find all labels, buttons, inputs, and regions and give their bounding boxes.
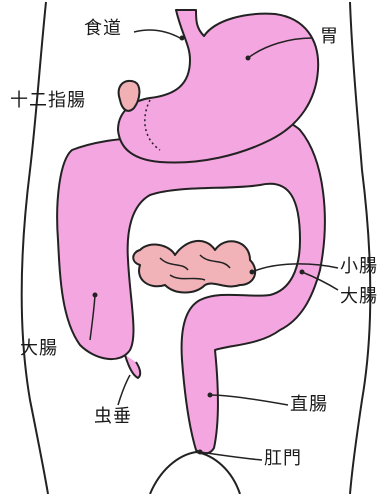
- duodenum: [119, 81, 140, 111]
- label-appendix: 虫垂: [94, 408, 132, 426]
- pointer-rectum: [210, 395, 288, 405]
- label-anus: 肛門: [264, 450, 302, 468]
- dot-large-intestine-right: [300, 270, 305, 275]
- pointer-appendix: [118, 375, 130, 405]
- small-intestine: [133, 241, 255, 293]
- body-outline-legs: [150, 452, 240, 494]
- dot-anus: [198, 450, 203, 455]
- dot-rectum: [208, 393, 213, 398]
- label-large-intestine-right: 大腸: [340, 288, 378, 306]
- label-rectum: 直腸: [290, 396, 328, 414]
- appendix: [125, 355, 140, 378]
- body-outline-left: [22, 2, 48, 494]
- label-large-intestine-left: 大腸: [20, 340, 58, 358]
- dot-small-intestine: [250, 270, 255, 275]
- label-esophagus: 食道: [84, 20, 122, 38]
- label-stomach: 胃: [320, 28, 339, 46]
- dot-large-intestine-left: [93, 293, 98, 298]
- pointer-esophagus: [134, 30, 180, 38]
- label-duodenum: 十二指腸: [10, 92, 86, 110]
- label-small-intestine: 小腸: [340, 258, 378, 276]
- dot-stomach: [246, 56, 251, 61]
- body-outline-right: [350, 2, 370, 494]
- dot-esophagus: [180, 36, 185, 41]
